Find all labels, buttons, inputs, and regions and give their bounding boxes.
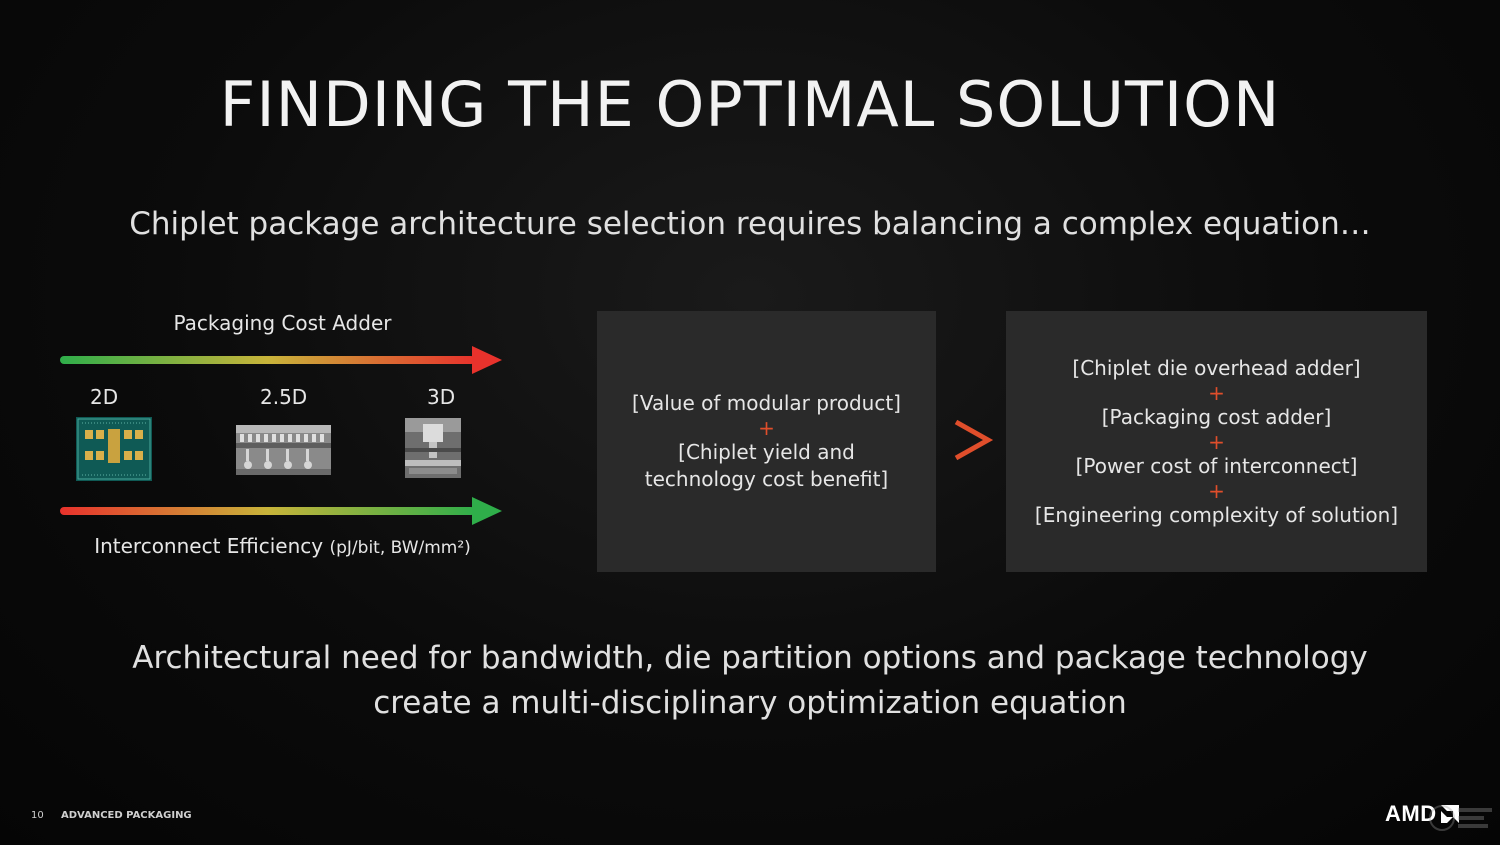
plus-sign: +	[758, 416, 775, 440]
watermark-icon	[1429, 805, 1492, 831]
packaging-cost-label: Packaging Cost Adder	[173, 311, 392, 335]
package-2d-image	[76, 417, 152, 481]
package-3d-image	[405, 418, 461, 478]
equation-right-item: [Chiplet die overhead adder]	[1072, 355, 1361, 380]
amd-logo-text: AMD	[1385, 801, 1437, 826]
amd-logo: AMD	[1385, 800, 1461, 828]
package-2-5d-image	[236, 425, 331, 475]
tech-label-2-5d: 2.5D	[260, 385, 308, 409]
equation-left-item: technology cost benefit]	[644, 467, 889, 491]
equation-left-box: [Value of modular product] + [Chiplet yi…	[597, 311, 936, 572]
plus-sign: +	[1208, 429, 1225, 454]
interconnect-efficiency-text: Interconnect Efficiency	[94, 534, 324, 558]
page-number: 10	[31, 810, 44, 821]
tech-label-3d: 3D	[427, 385, 456, 409]
equation-left-item: [Chiplet yield and	[678, 440, 855, 464]
slide-title: FINDING THE OPTIMAL SOLUTION	[219, 68, 1281, 141]
interconnect-efficiency-unit: (pJ/bit, BW/mm²)	[329, 538, 471, 558]
conclusion-line-2: create a multi-disciplinary optimization…	[373, 684, 1127, 721]
equation-right-item: [Packaging cost adder]	[1101, 404, 1332, 429]
equation-right-item: [Engineering complexity of solution]	[1034, 502, 1399, 527]
plus-sign: +	[1208, 478, 1225, 503]
tech-label-2d: 2D	[90, 385, 119, 409]
packaging-cost-arrow	[60, 346, 502, 374]
conclusion-text: Architectural need for bandwidth, die pa…	[0, 636, 1500, 726]
interconnect-efficiency-label: Interconnect Efficiency (pJ/bit, BW/mm²)	[60, 534, 505, 558]
plus-sign: +	[1208, 380, 1225, 405]
equation-left-item: [Value of modular product]	[632, 391, 901, 415]
equation-right-item: [Power cost of interconnect]	[1075, 453, 1358, 478]
greater-than-icon	[954, 419, 994, 461]
amd-arrow-icon	[1440, 805, 1459, 823]
interconnect-efficiency-arrow	[60, 497, 502, 525]
equation-right-box: [Chiplet die overhead adder] + [Packagin…	[1006, 311, 1427, 572]
conclusion-line-1: Architectural need for bandwidth, die pa…	[132, 640, 1368, 676]
footer-section-label: ADVANCED PACKAGING	[61, 810, 192, 821]
slide-subtitle: Chiplet package architecture selection r…	[129, 206, 1371, 242]
